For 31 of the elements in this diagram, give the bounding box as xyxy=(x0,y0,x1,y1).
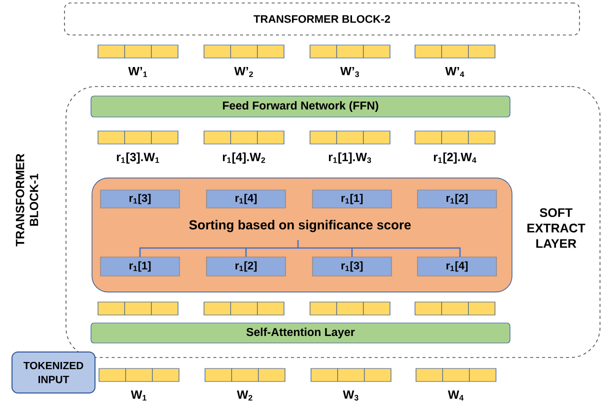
vector-label: W$_{3}$ xyxy=(342,390,358,401)
vector-label: r$_{1}$[2].W$_{4}$ xyxy=(434,152,476,164)
score-box: r$_{1}$[3] xyxy=(312,256,392,276)
block-box: TRANSFORMER BLOCK-2 xyxy=(64,2,580,36)
score-box: r$_{1}$[1] xyxy=(312,190,392,208)
vector-bar xyxy=(204,302,284,316)
vector-label: r$_{1}$[4].W$_{2}$ xyxy=(222,152,266,164)
vector-bar xyxy=(310,302,390,316)
block-label: TRANSFORMER BLOCK-1 xyxy=(16,154,38,246)
vector-label: W$_{1}$ xyxy=(130,390,146,401)
vector-label: r$_{1}$[1].W$_{3}$ xyxy=(328,152,372,164)
vector-label: W$_{2}$ xyxy=(236,390,252,401)
input-box: TOKENIZED INPUT xyxy=(12,352,96,394)
score-box: r$_{1}$[2] xyxy=(206,256,286,276)
score-box: r$_{1}$[4] xyxy=(417,256,497,276)
vector-label: W’$_{4}$ xyxy=(445,67,464,78)
score-box: r$_{1}$[3] xyxy=(100,190,180,208)
vector-bar xyxy=(98,302,178,316)
vector-label: r$_{1}$[3].W$_{1}$ xyxy=(116,152,160,164)
score-box: r$_{1}$[4] xyxy=(206,190,286,208)
layer-label: SOFT EXTRACT LAYER xyxy=(527,208,586,248)
vector-label: W$_{4}$ xyxy=(448,390,464,401)
layer-box: Feed Forward Network (FFN) xyxy=(90,96,510,118)
layer-title: Sorting based on significance score xyxy=(189,220,411,232)
vector-label: W’$_{2}$ xyxy=(234,67,253,78)
score-box: r$_{1}$[2] xyxy=(417,190,497,208)
score-box: r$_{1}$[1] xyxy=(100,256,180,276)
vector-bar xyxy=(414,302,496,316)
layer-box: Self-Attention Layer xyxy=(90,322,510,344)
vector-label: W’$_{1}$ xyxy=(128,67,148,78)
vector-label: W’$_{3}$ xyxy=(340,66,359,78)
